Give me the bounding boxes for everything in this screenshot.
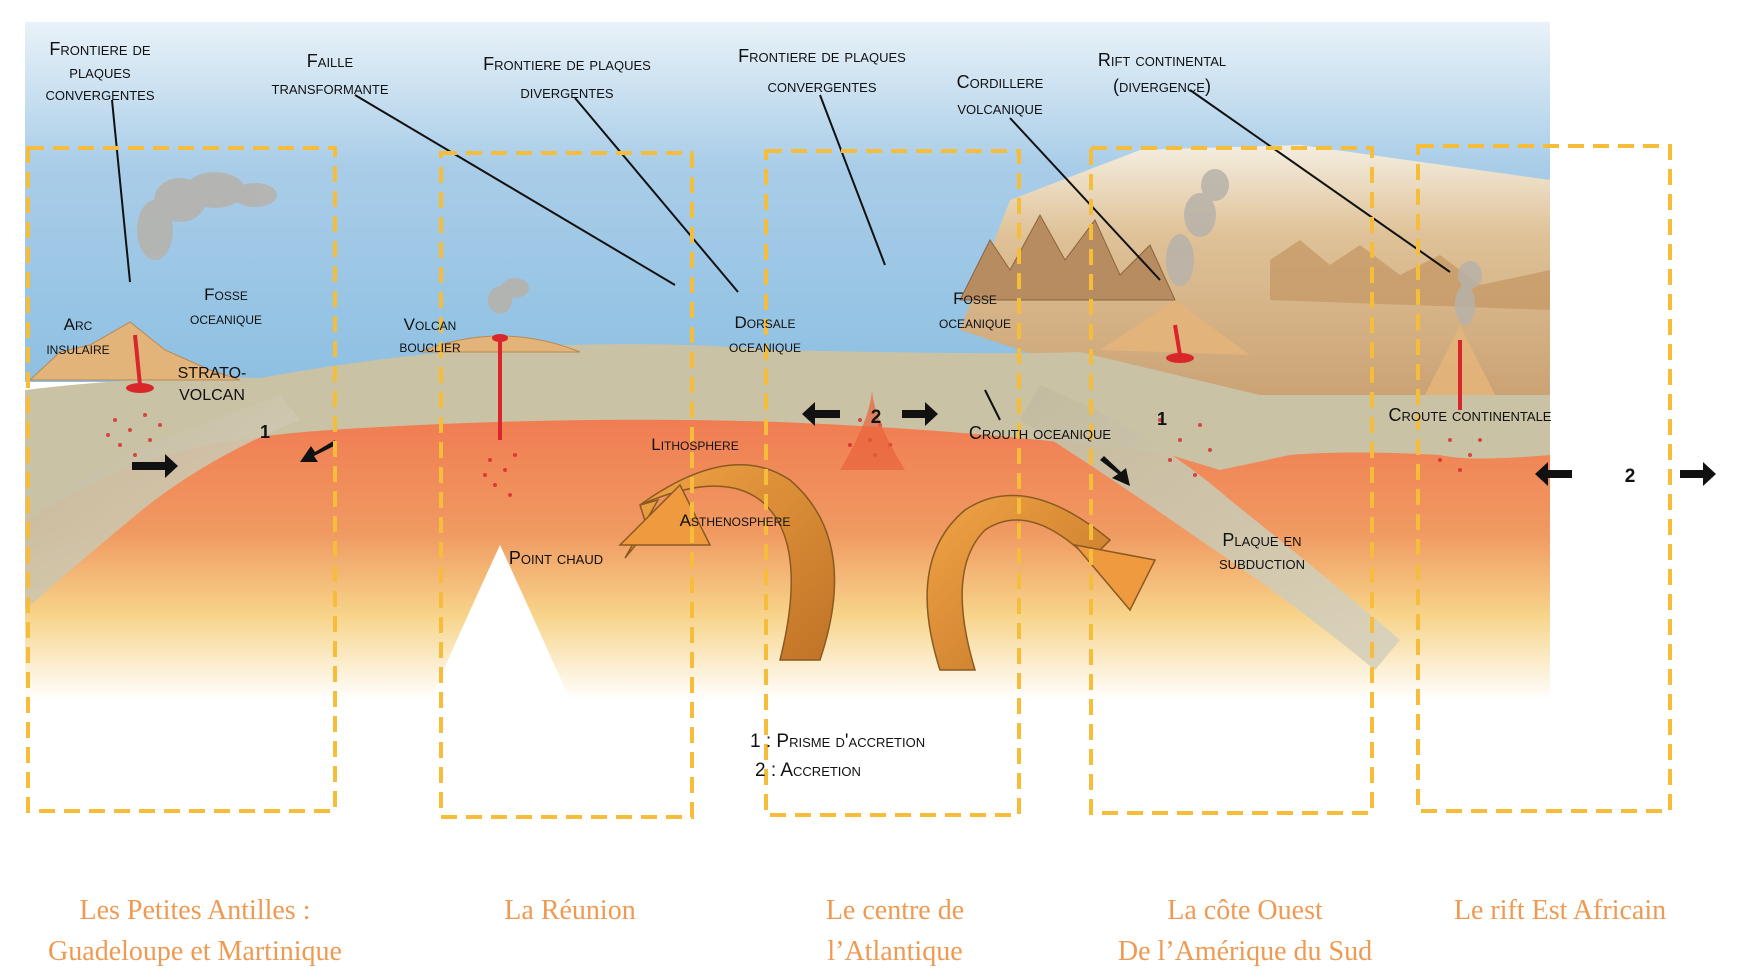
marker-1-right: 1 [1157,409,1167,429]
label-line: Fosse [204,285,248,304]
region-caption-antilles: Les Petites Antilles : Guadeloupe et Mar… [10,890,380,972]
region-box-amerique [1089,146,1374,815]
label-arc-insulaire: Arc insulaire [46,315,109,358]
label-line: insulaire [46,339,109,358]
caption-line: Le rift Est Africain [1453,895,1667,926]
label-line: oceanique [729,337,801,356]
label-line: Dorsale [735,313,796,332]
label-line: oceanique [190,309,262,328]
label-line: convergentes [45,84,154,104]
label-line: STRATO- [178,365,247,382]
region-box-antilles [26,146,337,813]
label-croute-continentale: Croute continentale [1389,405,1552,425]
convection-arrow-right [926,494,1112,671]
plate-motion-arrows [132,402,1716,486]
ridge-magma-cone [840,390,905,470]
region-box-rift [1416,144,1672,813]
region-caption-amerique: La côte Ouest De l’Amérique du Sud [1075,890,1415,972]
legend-accretion: 2 : Accretion [755,760,861,781]
caption-line: La Réunion [504,895,636,926]
caption-line: Les Petites Antilles : [79,895,311,926]
label-line: Frontiere de plaques [738,46,906,66]
magma-chambers [126,334,1194,393]
label-line: plaques [69,62,131,82]
label-line: bouclier [399,337,461,356]
caption-line: Guadeloupe et Martinique [48,936,342,967]
label-line: Volcan [404,315,457,334]
label-line: Frontiere de plaques [483,54,651,74]
label-line: Faille [307,51,354,71]
cordillera-mountains [959,213,1176,301]
label-line: Fosse [953,289,997,308]
leader-lines [111,89,1451,421]
label-line: (divergence) [1113,76,1211,96]
label-line: transformante [272,78,389,98]
label-rift-continental: Rift continental (divergence) [1098,50,1226,96]
label-line: oceanique [939,313,1011,332]
caption-line: l’Atlantique [827,936,963,967]
label-frontiere-conv-1: Frontiere de plaques convergentes [45,39,154,104]
caption-line: La côte Ouest [1167,895,1323,926]
label-line: volcanique [957,98,1043,118]
label-line: VOLCAN [179,387,245,404]
label-asthenosphere: Asthenosphere [680,511,791,530]
label-line: Arc [64,315,93,334]
rift-hills [1270,240,1550,310]
marker-1-left: 1 [260,422,270,442]
label-frontiere-div: Frontiere de plaques divergentes [483,54,651,102]
region-caption-rift: Le rift Est Africain [1410,890,1710,931]
hotspot-plume-base [430,545,570,700]
label-line: Cordillere [957,72,1044,92]
subducting-slab-right [1020,385,1400,670]
region-caption-atlantique: Le centre de l’Atlantique [770,890,1020,972]
label-plaque-subduction: Plaque en subduction [1219,530,1305,573]
label-dorsale: Dorsale oceanique [729,313,801,356]
label-line: convergentes [767,76,876,96]
caption-line: Le centre de [825,895,965,926]
convection-arrow-right-head [1073,543,1157,612]
caption-line: De l’Amérique du Sud [1117,936,1373,967]
continent-surface [960,145,1550,400]
lithosphere-layer [25,344,1550,520]
label-fosse-1: Fosse oceanique [190,285,262,328]
label-crouth-oceanique: Crouth oceanique [969,423,1112,443]
convection-arrow-left-head [618,483,712,546]
label-lithosphere: Lithosphere [651,435,738,454]
label-point-chaud: Point chaud [509,548,603,568]
label-line: Frontiere de [49,39,151,59]
region-caption-reunion: La Réunion [445,890,695,931]
magma-conduits [133,324,1462,440]
label-strato-volcan: STRATO- VOLCAN [178,365,247,404]
label-line: Plaque en [1222,530,1301,550]
legend-accretion-prism: 1 : Prisme d'accretion [750,731,925,752]
marker-2-rift: 2 [1625,466,1636,487]
label-line: divergentes [520,82,614,102]
region-box-reunion [439,151,694,819]
label-fosse-2: Fosse oceanique [939,289,1011,332]
label-line: Rift continental [1098,50,1226,70]
label-volcan-bouclier: Volcan bouclier [399,315,461,356]
region-box-atlantique [764,149,1021,817]
marker-2-ridge: 2 [871,407,882,428]
label-cordillere: Cordillere volcanique [957,72,1044,118]
region-boxes [26,144,1672,819]
smoke-plumes [137,169,1482,325]
legend: 1 : Prisme d'accretion 2 : Accretion [750,731,925,781]
label-frontiere-conv-2: Frontiere de plaques convergentes [738,46,906,96]
subducting-slab-left [25,395,300,610]
label-faille: Faille transformante [272,51,389,98]
label-line: subduction [1219,553,1305,573]
